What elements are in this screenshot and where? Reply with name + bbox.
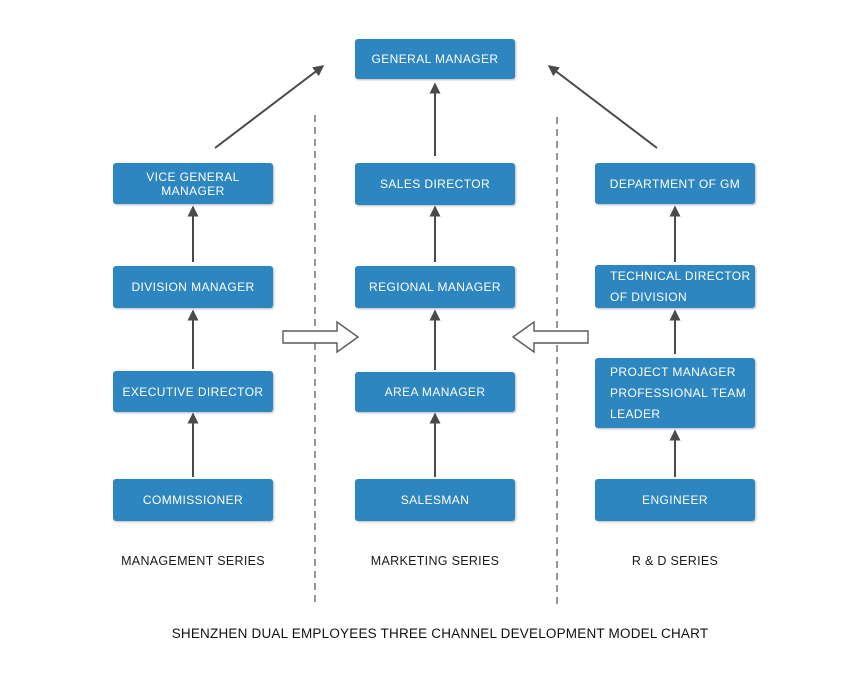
- hollow-arrow-right-icon: [282, 320, 360, 354]
- node-engineer[interactable]: ENGINEER: [595, 479, 755, 521]
- node-salesman[interactable]: SALESMAN: [355, 479, 515, 521]
- arrow-department-of-gm-to-general-manager: [547, 65, 658, 149]
- node-sales-director[interactable]: SALES DIRECTOR: [355, 163, 515, 205]
- arrow-vice-general-manager-to-general-manager: [214, 65, 325, 149]
- node-area-manager[interactable]: AREA MANAGER: [355, 372, 515, 412]
- node-commissioner[interactable]: COMMISSIONER: [113, 479, 273, 521]
- hollow-arrow-left-icon: [511, 320, 589, 354]
- label-marketing-series: MARKETING SERIES: [370, 554, 500, 568]
- node-project-manager-professional-team-leader[interactable]: PROJECT MANAGER PROFESSIONAL TEAM LEADER: [595, 358, 755, 428]
- label-rnd-series: R & D SERIES: [631, 554, 719, 568]
- node-general-manager[interactable]: GENERAL MANAGER: [355, 39, 515, 79]
- chart-caption: SHENZHEN DUAL EMPLOYEES THREE CHANNEL DE…: [171, 626, 709, 641]
- label-management-series: MANAGEMENT SERIES: [121, 554, 265, 568]
- node-executive-director[interactable]: EXECUTIVE DIRECTOR: [113, 371, 273, 412]
- node-division-manager[interactable]: DIVISION MANAGER: [113, 266, 273, 308]
- node-vice-general-manager[interactable]: VICE GENERAL MANAGER: [113, 163, 273, 204]
- node-department-of-gm[interactable]: DEPARTMENT OF GM: [595, 163, 755, 204]
- node-technical-director-of-division[interactable]: TECHNICAL DIRECTOR OF DIVISION: [595, 265, 755, 308]
- node-regional-manager[interactable]: REGIONAL MANAGER: [355, 266, 515, 308]
